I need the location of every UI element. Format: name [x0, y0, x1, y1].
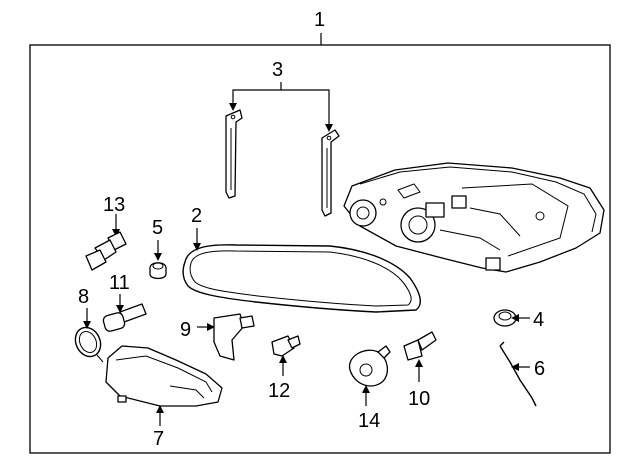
assembly-frame	[29, 44, 611, 454]
callout-7: 7	[153, 428, 164, 450]
callout-12: 12	[268, 380, 290, 402]
part-7-fog-housing	[105, 345, 223, 426]
callout-13: 13	[103, 194, 125, 216]
callout-11: 11	[109, 272, 130, 294]
callout-1: 1	[314, 9, 325, 31]
callout-3: 3	[272, 59, 283, 81]
part-13-bulb	[85, 214, 127, 271]
callout-9: 9	[180, 319, 191, 341]
part-12-bulb	[271, 335, 301, 376]
callout-10: 10	[408, 388, 430, 410]
callout-5: 5	[152, 217, 163, 239]
part-5-grommet	[149, 240, 167, 280]
callout-8: 8	[78, 286, 89, 308]
callout-14: 14	[358, 410, 380, 432]
callout-2: 2	[191, 205, 202, 227]
part-1-headlamp-housing	[343, 162, 605, 273]
part-9-socket	[197, 313, 255, 361]
part-14-socket	[348, 345, 391, 406]
part-10-bulb	[403, 331, 437, 382]
part-6-adjuster-rod	[499, 341, 537, 407]
part-8-seal-ring	[74, 308, 104, 363]
part-2-gasket	[182, 228, 421, 313]
part-4-cap	[493, 309, 530, 327]
callout-6: 6	[534, 358, 545, 380]
callout-4: 4	[533, 309, 544, 331]
part-3-brackets	[225, 82, 340, 217]
part-11-socket	[102, 294, 147, 332]
